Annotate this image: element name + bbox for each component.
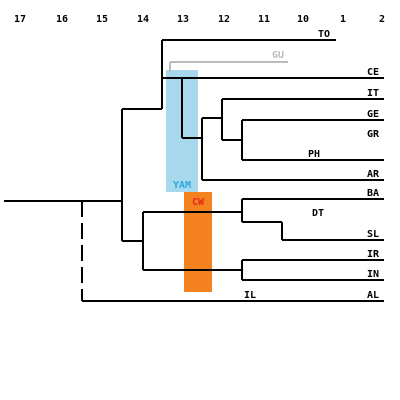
leaf-label-ph: PH: [308, 149, 320, 160]
leaf-label-ba: BA: [367, 188, 379, 199]
axis-tick-16: 16: [56, 14, 68, 25]
leaf-label-ge: GE: [367, 109, 379, 120]
leaf-label-gr: GR: [367, 129, 380, 140]
axis-tick-11: 11: [258, 14, 270, 25]
tree-branches: [4, 39, 384, 302]
leaf-labels: TO GU CE IT GE GR PH AR BA DT SL IR IN I…: [244, 29, 380, 301]
cw-highlight-box: [184, 192, 212, 292]
axis-tick-14: 14: [137, 14, 149, 25]
leaf-label-gu: GU: [272, 50, 284, 61]
leaf-label-to: TO: [318, 29, 330, 40]
axis-tick-13: 13: [177, 14, 189, 25]
leaf-label-sl: SL: [367, 229, 379, 240]
yam-label: YAM: [173, 180, 191, 191]
axis-tick-2: 2: [379, 14, 385, 25]
leaf-label-in: IN: [367, 269, 379, 280]
leaf-label-al: AL: [367, 290, 379, 301]
cw-label: CW: [192, 197, 205, 208]
leaf-label-it: IT: [367, 88, 379, 99]
leaf-label-dt: DT: [312, 208, 324, 219]
axis-tick-1: 1: [340, 14, 346, 25]
leaf-label-ar: AR: [367, 169, 380, 180]
time-axis: 17 16 15 14 13 12 11 10 1 2: [14, 14, 385, 25]
axis-tick-10: 10: [297, 14, 309, 25]
axis-tick-15: 15: [96, 14, 108, 25]
leaf-label-il: IL: [244, 290, 256, 301]
axis-tick-12: 12: [218, 14, 230, 25]
leaf-label-ce: CE: [367, 67, 379, 78]
axis-tick-17: 17: [14, 14, 26, 25]
leaf-label-ir: IR: [367, 249, 380, 260]
